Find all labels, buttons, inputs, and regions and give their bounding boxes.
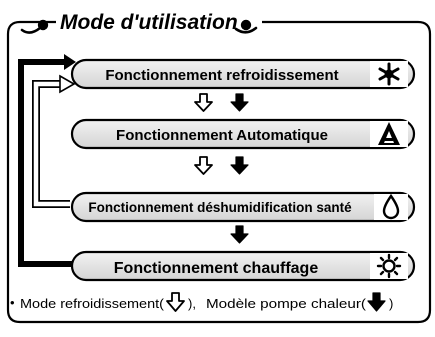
legend-separator: ), xyxy=(188,296,196,311)
outer-frame xyxy=(6,20,432,324)
mode-label-auto: Fonctionnement Automatique xyxy=(116,127,328,144)
heating-return-loop xyxy=(18,54,76,267)
page-title: Mode d'utilisation xyxy=(60,11,238,34)
solid-down-arrow-icon xyxy=(230,225,249,244)
solid-down-arrow-icon xyxy=(230,156,249,175)
mode-row-auto: Fonctionnement Automatique xyxy=(70,118,416,150)
legend-close: ) xyxy=(389,296,393,311)
sun-icon xyxy=(376,253,402,279)
legend-solid-arrow-icon xyxy=(367,292,386,312)
legend-bullet: • xyxy=(10,295,15,310)
title-right-hook-icon xyxy=(234,19,258,34)
mode-row-dehumidify: Fonctionnement déshumidification santé xyxy=(70,191,416,223)
droplet-icon xyxy=(382,193,400,220)
legend-heatpump-text: Modèle pompe chaleur( xyxy=(206,296,367,311)
mode-row-heating: Fonctionnement chauffage xyxy=(70,250,416,282)
mode-label-cooling: Fonctionnement refroidissement xyxy=(105,67,338,84)
title-left-hook-icon xyxy=(20,19,49,34)
arrow-pair-1 xyxy=(194,93,249,112)
arrow-pair-2 xyxy=(194,156,249,175)
solid-down-arrow-icon xyxy=(230,93,249,112)
mode-label-dehumidify: Fonctionnement déshumidification santé xyxy=(88,200,352,215)
cooling-return-loop xyxy=(32,74,76,208)
legend-hollow-arrow-icon xyxy=(166,292,185,312)
hollow-down-arrow-icon xyxy=(194,93,213,112)
auto-mode-icon xyxy=(378,122,400,145)
hollow-down-arrow-icon xyxy=(194,156,213,175)
mode-label-heating: Fonctionnement chauffage xyxy=(114,260,319,277)
arrow-single-3 xyxy=(230,225,249,244)
mode-row-cooling: Fonctionnement refroidissement xyxy=(70,58,416,90)
snowflake-icon xyxy=(378,62,400,86)
legend: • Mode refroidissement( ), Modèle pompe … xyxy=(10,292,393,312)
legend-cooling-text: Mode refroidissement( xyxy=(20,296,165,311)
